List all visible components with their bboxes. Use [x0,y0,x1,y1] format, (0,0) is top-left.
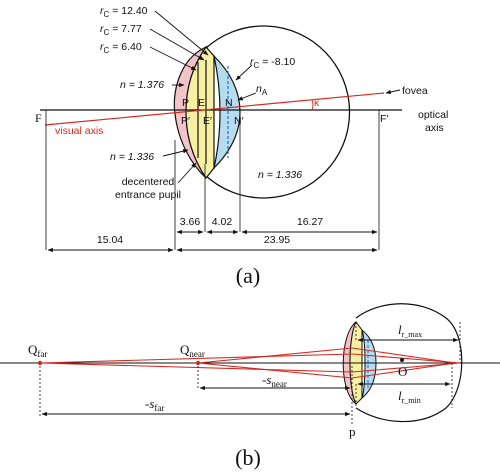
radius-label-1: rC = 12.40 [100,5,209,56]
dim-d5: 23.95 [264,234,290,246]
eyeball-outline [204,25,351,199]
radius-label-4: rC = -8.10 [235,56,295,81]
crystalline-lens [212,54,241,170]
ray-far-2 [39,362,353,373]
ray-inside-4 [351,362,456,379]
point-E: E [198,97,205,109]
radius-label-2: rC = 7.77 [100,23,205,61]
n-lens-label: nA [237,83,268,101]
dim-d4: 15.04 [97,234,123,246]
dim-d2: 4.02 [212,216,233,228]
svg-text:n = 1.336: n = 1.336 [110,151,154,163]
kappa-arc [311,99,314,111]
Q-near-label: Qnear [180,342,205,359]
radius-label-3: rC = 6.40 [100,41,197,71]
s-near-label: -snear [262,372,287,389]
point-P-prime: P′ [181,115,190,127]
p-label: p [349,424,356,439]
Q-near-point [195,360,201,366]
kappa-label: κ [314,97,320,109]
svg-text:entrance pupil: entrance pupil [115,189,181,201]
point-E-prime: E′ [203,115,212,127]
visual-axis-label: visual axis [55,125,103,137]
ray-near-2 [197,362,353,379]
dim-d1: 3.66 [180,216,201,228]
optical-axis-label-2: axis [425,122,444,134]
svg-text:n = 1.376: n = 1.376 [120,79,164,91]
n-cornea-label: n = 1.376 [120,79,185,91]
dim-d3: 16.27 [297,216,323,228]
O-point [400,358,404,362]
svg-text:fovea: fovea [402,85,428,97]
Q-far-point [37,360,43,366]
optical-axis-label-1: optical [418,109,448,121]
point-F-prime: F′ [380,113,388,125]
point-P: P [182,97,189,109]
ray-inside-3 [351,347,456,364]
panel-a: 3.66 4.02 16.27 15.04 23.95 rC = 12.40 r… [35,5,448,288]
ray-far-1 [39,353,353,364]
n-vitreous-label: n = 1.336 [258,169,302,181]
ray-near-1 [197,347,353,364]
visual-axis [44,92,385,126]
s-far-label: -sfar [145,396,164,413]
n-aqueous-label: n = 1.336 [110,149,189,163]
point-F: F [35,111,42,125]
O-label: O [398,364,407,379]
decentered-pupil-label: decentered entrance pupil [115,162,197,201]
panel-b: Qfar Qnear -snear -sfar p O lr_max lr_mi… [0,303,500,470]
point-N: N [225,97,233,109]
svg-text:rC = 7.77: rC = 7.77 [100,23,142,37]
svg-text:rC = -8.10: rC = -8.10 [250,56,295,70]
fovea-label: fovea [385,85,428,97]
svg-text:rC = 6.40: rC = 6.40 [100,41,142,55]
svg-text:decentered: decentered [122,176,175,188]
l-max-label: lr_max [398,322,422,339]
l-min-label: lr_min [398,388,421,405]
svg-text:rC = 12.40: rC = 12.40 [100,5,148,19]
Q-far-label: Qfar [28,342,47,359]
caption-a: (a) [236,263,260,288]
point-N-prime: N′ [234,115,244,127]
caption-b: (b) [235,445,261,470]
svg-text:nA: nA [256,83,268,97]
